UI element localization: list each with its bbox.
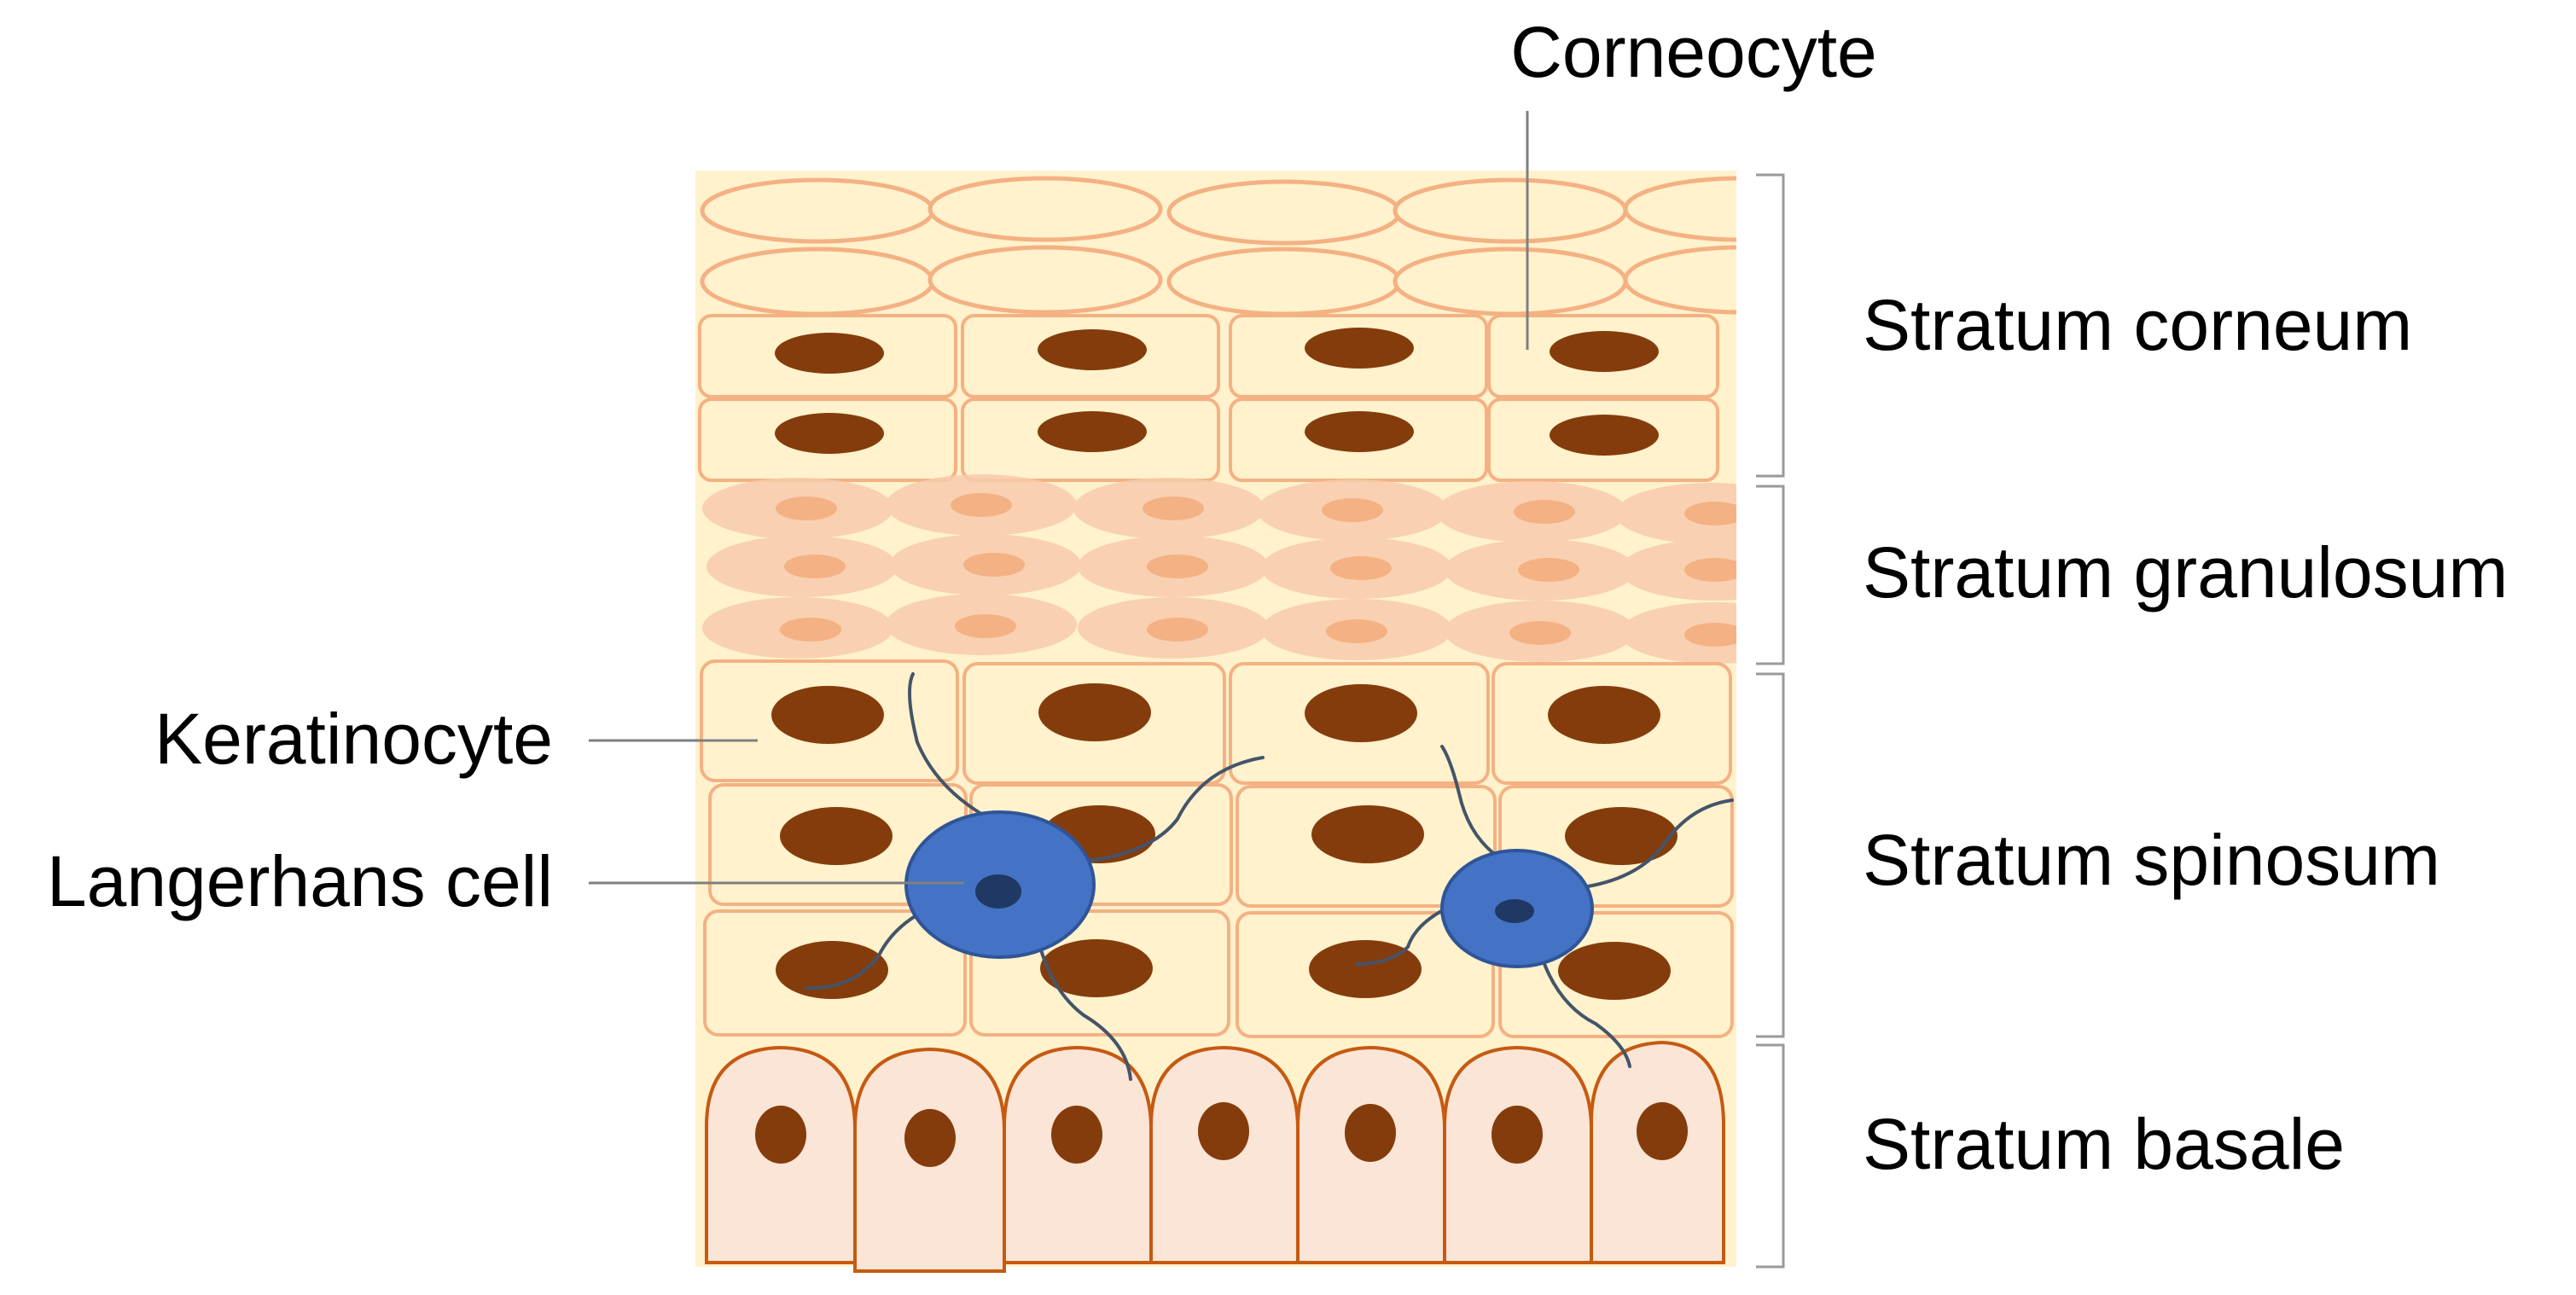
nucleus bbox=[1345, 1104, 1396, 1162]
nucleus bbox=[1558, 942, 1671, 1000]
granular-cell bbox=[1615, 483, 1736, 544]
nucleus bbox=[775, 333, 884, 374]
nucleus bbox=[1548, 686, 1660, 744]
nucleus bbox=[1311, 805, 1424, 863]
nucleus bbox=[755, 1106, 806, 1164]
nucleus bbox=[1040, 939, 1153, 997]
layer-label-spinosum: Stratum spinosum bbox=[1863, 820, 2440, 900]
flat-cell bbox=[1166, 247, 1402, 316]
langerhans-cell-2 bbox=[1355, 745, 1734, 1068]
flat-cell bbox=[1166, 179, 1402, 246]
corneum-rect-cells bbox=[698, 314, 1719, 482]
bracket-spinosum bbox=[1756, 672, 1785, 1038]
nucleus bbox=[1309, 940, 1422, 998]
granular-nucleus bbox=[1326, 619, 1387, 643]
nucleus bbox=[780, 807, 893, 865]
granular-nucleus bbox=[1514, 500, 1575, 524]
label-corneocyte: Corneocyte bbox=[1510, 12, 1877, 92]
granular-cell bbox=[1619, 602, 1736, 664]
nucleus bbox=[771, 686, 884, 744]
granular-cell bbox=[1619, 539, 1736, 601]
granular-nucleus bbox=[1143, 497, 1204, 520]
dendrite bbox=[1543, 962, 1631, 1068]
flat-cell bbox=[1393, 177, 1628, 244]
flat-cell bbox=[700, 247, 935, 316]
nucleus bbox=[1550, 331, 1659, 372]
bracket-granulosum bbox=[1756, 485, 1785, 665]
flat-cell bbox=[1623, 245, 1736, 315]
label-langerhans-cell: Langerhans cell bbox=[47, 841, 553, 921]
dendrite bbox=[1035, 932, 1132, 1081]
granular-nucleus bbox=[1330, 556, 1392, 580]
layer-label-granulosum: Stratum granulosum bbox=[1863, 532, 2508, 613]
dendrite bbox=[1581, 798, 1734, 889]
granular-nucleus bbox=[1684, 623, 1736, 647]
nucleus bbox=[1198, 1102, 1249, 1160]
granular-nucleus bbox=[1518, 558, 1579, 582]
dendrite bbox=[908, 672, 1000, 825]
bracket-basale bbox=[1756, 1043, 1785, 1269]
flat-cell bbox=[927, 245, 1163, 315]
nucleus bbox=[1051, 1106, 1102, 1164]
nucleus bbox=[1492, 1106, 1543, 1164]
nucleus bbox=[775, 413, 884, 454]
flat-cell bbox=[1623, 176, 1736, 242]
nucleus bbox=[1550, 415, 1659, 456]
nucleus bbox=[1038, 329, 1147, 370]
granular-nucleus bbox=[1509, 621, 1571, 645]
bracket-corneum bbox=[1756, 173, 1785, 478]
granular-nucleus bbox=[1684, 502, 1736, 526]
flat-cell bbox=[700, 177, 935, 244]
granular-nucleus bbox=[1147, 618, 1208, 642]
label-keratinocyte: Keratinocyte bbox=[154, 699, 553, 779]
spinosum-nuclei bbox=[771, 683, 1678, 1000]
layer-label-basale: Stratum basale bbox=[1863, 1104, 2345, 1184]
granulosum-cells bbox=[702, 474, 1736, 664]
flat-cell bbox=[927, 176, 1163, 242]
nucleus bbox=[1305, 684, 1417, 742]
nucleus bbox=[1637, 1102, 1688, 1160]
nucleus bbox=[1305, 328, 1414, 369]
corneum-nuclei bbox=[775, 328, 1659, 456]
dendrite bbox=[1082, 756, 1265, 863]
flat-cell bbox=[1393, 247, 1628, 316]
granular-nucleus bbox=[780, 618, 841, 642]
langerhans-cell-1 bbox=[805, 672, 1265, 1081]
granular-nucleus bbox=[1147, 555, 1208, 578]
dendrite bbox=[1355, 903, 1457, 966]
granular-nucleus bbox=[951, 493, 1012, 517]
granular-nucleus bbox=[1684, 558, 1736, 582]
granular-nucleus bbox=[963, 553, 1025, 577]
nucleus bbox=[1038, 411, 1147, 452]
granular-nucleus bbox=[955, 614, 1016, 638]
granular-nucleus bbox=[784, 555, 846, 578]
corneum-flat-cells bbox=[700, 176, 1736, 316]
layer-label-corneum: Stratum corneum bbox=[1863, 285, 2412, 365]
langerhans-nucleus bbox=[1495, 899, 1534, 923]
nucleus bbox=[776, 941, 888, 999]
nucleus bbox=[1565, 807, 1678, 865]
dendrite bbox=[1440, 745, 1495, 855]
nucleus bbox=[904, 1109, 956, 1167]
nucleus bbox=[1305, 411, 1414, 452]
granular-nucleus bbox=[776, 497, 837, 520]
langerhans-nucleus bbox=[975, 874, 1021, 909]
basale-nuclei bbox=[755, 1102, 1688, 1167]
granular-nucleus bbox=[1322, 498, 1383, 522]
nucleus bbox=[1038, 683, 1151, 741]
